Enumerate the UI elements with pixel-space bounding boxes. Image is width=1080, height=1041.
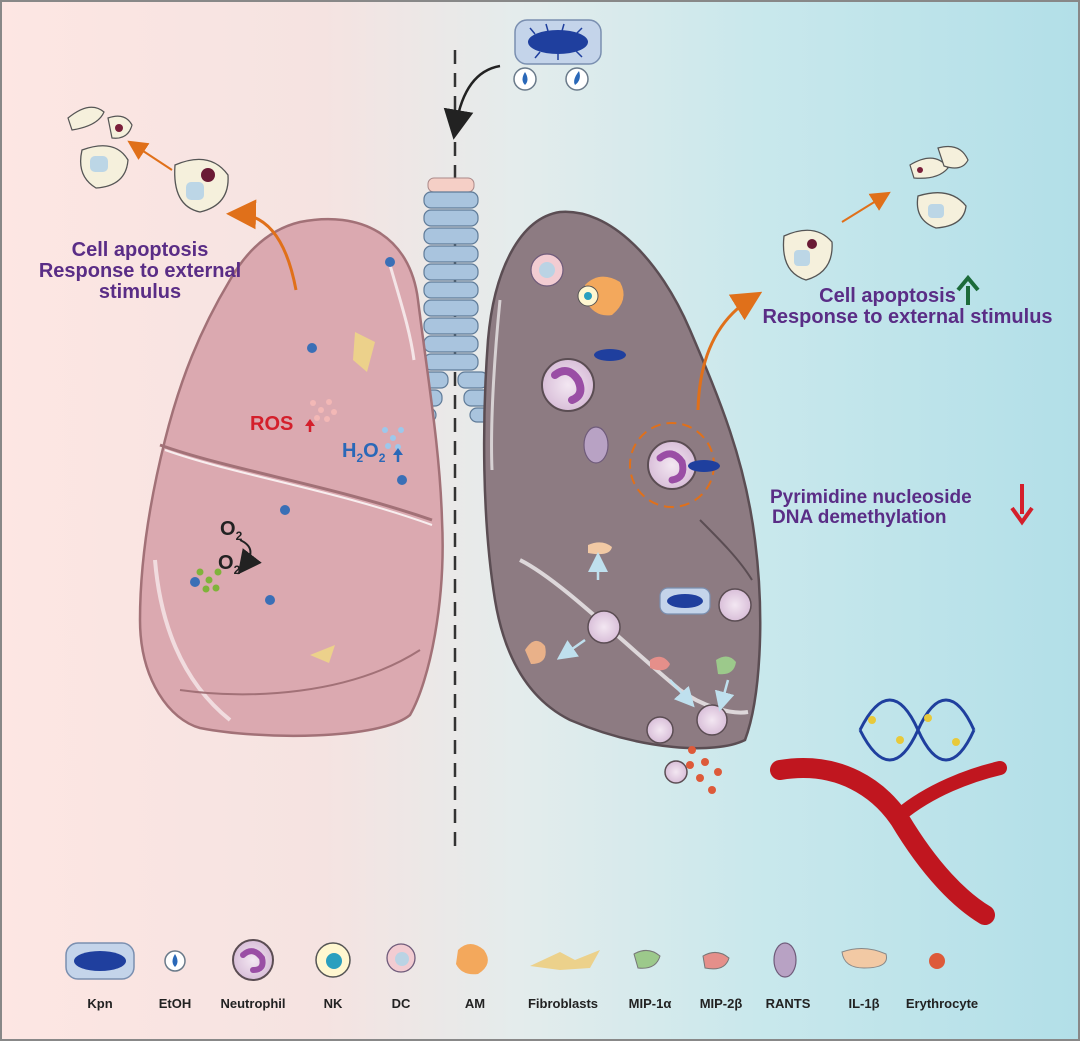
legend-label-mip1a: MIP-1α (628, 996, 672, 1011)
h2o2-sub1: 2 (356, 451, 364, 465)
h2o2-sub2: 2 (378, 451, 386, 465)
legend-label-kpn: Kpn (87, 996, 113, 1011)
left-process-line2: Response to external (38, 260, 242, 282)
right-process-line1: Cell apoptosis (819, 285, 956, 307)
ros-up-arrow (305, 419, 315, 432)
o2-symbol-bottom: O (218, 552, 234, 574)
legend-label-fibroblasts: Fibroblasts (527, 996, 599, 1011)
trachea (409, 177, 497, 423)
left-process-label: Cell apoptosis Response to external stim… (10, 240, 270, 303)
h2o2-label: H2O2 (342, 440, 385, 465)
o2-sub-top: 2 (235, 529, 243, 543)
right-lung-neutrophils (541, 358, 752, 784)
neutrophil-icon (232, 939, 274, 981)
o2-sub-bottom: 2 (233, 563, 241, 577)
nk-cell-icon (315, 942, 351, 978)
fibroblast-icon (530, 950, 600, 970)
alveolar-macrophage-icon (456, 944, 488, 975)
legend-label-am: AM (464, 996, 486, 1011)
upregulation-arrow (956, 274, 980, 305)
left-process-line3: stimulus (98, 281, 182, 303)
mip2b-icon (702, 952, 730, 970)
legend-label-neutrophil: Neutrophil (220, 996, 286, 1011)
metabolism-line1: Pyrimidine nucleoside (770, 487, 972, 508)
legend-label-il1b: IL-1β (848, 996, 880, 1011)
o2-label-top: O2 (220, 518, 242, 543)
left-process-line1: Cell apoptosis (71, 239, 209, 261)
legend-label-erythrocyte: Erythrocyte (905, 996, 979, 1011)
legend-label-rants: RANTS (765, 996, 811, 1011)
left-lung-healthy (138, 199, 444, 738)
dendritic-cell-icon (386, 943, 416, 973)
h2o2-up-arrow (393, 448, 403, 462)
apoptotic-cells-right (782, 145, 969, 281)
ethanol-droplet-icon (164, 950, 186, 972)
legend-label-mip2b: MIP-2β (699, 996, 743, 1011)
entry-arrow (443, 64, 501, 140)
kpn-ethanol-source (513, 19, 602, 91)
right-process-label: Cell apoptosis Response to external stim… (740, 286, 1075, 328)
legend-label-nk: NK (323, 996, 343, 1011)
o2-label-bottom: O2 (218, 552, 240, 577)
rants-icon (773, 942, 797, 978)
h2o2-o: O (363, 440, 379, 462)
il1b-icon (841, 948, 888, 969)
blood-vessel-branch (893, 761, 1007, 822)
ros-label: ROS (250, 413, 294, 435)
mip1a-icon (633, 950, 661, 969)
legend-label-etoh: EtOH (158, 996, 192, 1011)
apoptotic-cells-left (67, 106, 229, 213)
o2-symbol-top: O (220, 518, 236, 540)
right-process-line2: Response to external stimulus (762, 306, 1053, 328)
legend-label-dc: DC (391, 996, 411, 1011)
metabolism-line2: DNA demethylation (772, 506, 947, 528)
dna-helix (858, 698, 976, 762)
metabolism-label: Pyrimidine nucleoside DNA demethylation (770, 488, 1030, 528)
legend-icons (65, 939, 945, 981)
downregulation-arrow (1010, 484, 1034, 526)
bacterium-icon (65, 942, 135, 980)
h2o2-h: H (342, 440, 357, 462)
right-lung-infected (482, 210, 763, 794)
erythrocyte-icon (929, 953, 945, 969)
